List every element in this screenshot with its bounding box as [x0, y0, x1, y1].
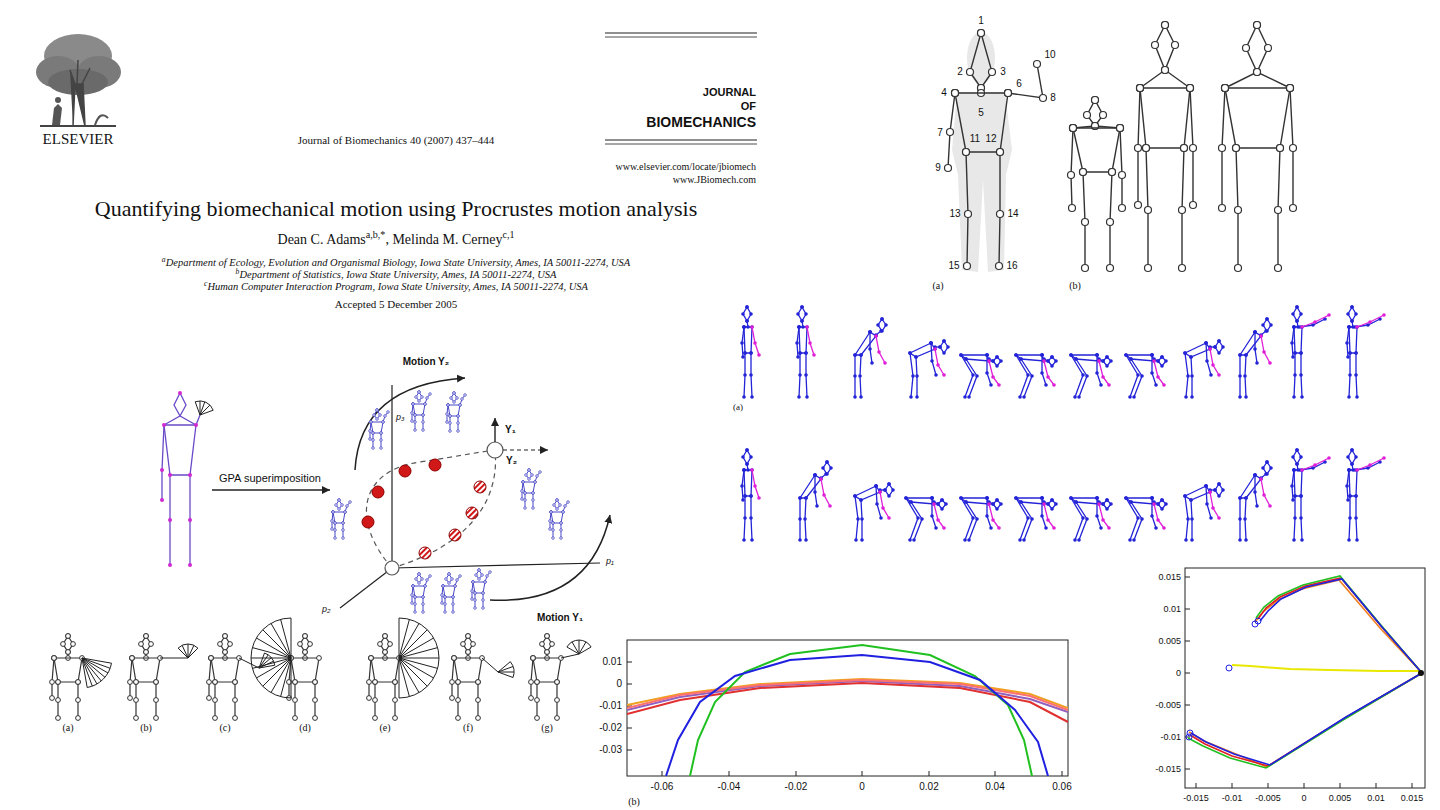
- landmark-number: 11: [970, 133, 980, 145]
- tick-label: 0.01: [603, 656, 622, 668]
- motion-sequence: [742, 307, 1384, 540]
- landmark-skeleton: [948, 32, 1043, 272]
- tick-label: 0.015: [1401, 793, 1424, 803]
- author-name: Dean C. Adams: [278, 232, 366, 247]
- tick-label: 0.01: [1367, 793, 1385, 803]
- tick-label: 0.01: [1163, 604, 1181, 614]
- tick-label: -0.015: [1183, 793, 1209, 803]
- affiliation-mark: a,b,*: [366, 229, 386, 240]
- axis-label: p₃: [396, 412, 405, 422]
- landmark-number: 5: [978, 107, 984, 119]
- affiliation-mark: c,1: [502, 229, 514, 240]
- panel-label: (d): [299, 722, 311, 734]
- vector-label: Y₂: [506, 455, 517, 467]
- tick-label: 0: [1176, 668, 1181, 678]
- landmark-number: 16: [1006, 260, 1017, 272]
- curve-chart: [627, 640, 1068, 776]
- landmark-number: 6: [1016, 78, 1022, 90]
- panel-label: (a): [733, 402, 743, 412]
- arm-motion-figures: [52, 618, 591, 718]
- panel-label: (g): [541, 722, 553, 734]
- tick-label: -0.01: [1160, 732, 1181, 742]
- tick-label: -0.005: [1255, 793, 1281, 803]
- panel-label: (b): [628, 796, 640, 808]
- landmark-number: 14: [1007, 208, 1018, 220]
- panel-label: (a): [932, 280, 943, 292]
- tick-label: 0: [859, 781, 865, 793]
- tick-label: 0.02: [919, 781, 938, 793]
- landmark-number: 1: [978, 15, 984, 27]
- landmark-number: 15: [948, 260, 959, 272]
- affiliation-line: cHuman Computer Interaction Program, Iow…: [204, 281, 588, 293]
- vector-label: Y₁: [505, 424, 516, 436]
- tick-label: -0.04: [718, 781, 741, 793]
- panel-label: (e): [379, 722, 390, 734]
- tick-label: 0.005: [1158, 636, 1181, 646]
- affiliation-line: bDepartment of Statistics, Iowa State Un…: [236, 269, 557, 281]
- panel-label: (f): [463, 722, 473, 734]
- affiliation-text: Department of Ecology, Evolution and Org…: [166, 257, 630, 268]
- landmark-number: 12: [985, 133, 996, 145]
- journal-name: JOURNAL: [703, 86, 756, 99]
- header-rules: [605, 33, 757, 144]
- landmark-number: 4: [941, 87, 947, 99]
- tick-label: -0.02: [785, 781, 808, 793]
- landmark-number: 10: [1044, 49, 1055, 61]
- affiliation-line: aDepartment of Ecology, Evolution and Or…: [162, 257, 630, 269]
- tick-label: -0.01: [1222, 793, 1243, 803]
- journal-url: www.JBiomech.com: [673, 174, 756, 186]
- landmark-number: 13: [949, 208, 960, 220]
- trajectory-chart: [1185, 568, 1425, 788]
- panel-label: (b): [140, 722, 152, 734]
- landmark-number: 8: [1050, 92, 1056, 104]
- paper-title: Quantifying biomechanical motion using P…: [95, 196, 697, 221]
- publisher-logo: [36, 34, 121, 126]
- accepted-date: Accepted 5 December 2005: [335, 298, 457, 311]
- affiliation-mark: c: [204, 279, 207, 288]
- tick-label: -0.005: [1155, 700, 1181, 710]
- tick-label: 0.005: [1329, 793, 1352, 803]
- tick-label: -0.03: [599, 744, 622, 756]
- landmark-number: 7: [937, 127, 943, 139]
- motion-label: Motion Y₂: [403, 356, 449, 368]
- axis-label: p₁: [606, 556, 614, 566]
- journal-url: www.elsevier.com/locate/jbiomech: [616, 161, 756, 173]
- landmark-number: 2: [957, 66, 963, 78]
- panel-label: (b): [1069, 280, 1081, 292]
- tick-label: -0.06: [651, 781, 674, 793]
- panel-label: (c): [219, 722, 230, 734]
- procrustes-concept-figure: [160, 378, 610, 612]
- journal-name: OF: [741, 100, 756, 113]
- landmark-number: 3: [1000, 66, 1006, 78]
- tick-label: 0: [616, 678, 622, 690]
- affiliation-mark: b: [236, 267, 240, 276]
- author-line: Dean C. Adamsa,b,*, Melinda M. Cerneyc,1: [278, 232, 515, 248]
- axis-label: p₂: [322, 604, 330, 614]
- journal-name: BIOMECHANICS: [646, 114, 756, 130]
- author-name: , Melinda M. Cerney: [385, 232, 502, 247]
- arrow-label: GPA superimposition: [219, 472, 321, 485]
- landmark-number: 9: [935, 162, 941, 174]
- tick-label: 0: [1301, 793, 1306, 803]
- tick-label: 0.06: [1052, 781, 1071, 793]
- tick-label: 0.04: [985, 781, 1004, 793]
- publisher-name: ELSEVIER: [43, 131, 114, 148]
- journal-citation: Journal of Biomechanics 40 (2007) 437–44…: [298, 134, 494, 147]
- affiliation-text: Human Computer Interaction Program, Iowa…: [207, 281, 588, 292]
- tick-label: -0.01: [599, 700, 622, 712]
- affiliation-mark: a: [162, 255, 166, 264]
- tick-label: -0.02: [599, 722, 622, 734]
- tick-label: -0.015: [1155, 764, 1181, 774]
- affiliation-text: Department of Statistics, Iowa State Uni…: [239, 269, 556, 280]
- motion-label: Motion Y₁: [537, 612, 583, 624]
- skeleton-variants: [1071, 25, 1293, 268]
- panel-label: (a): [62, 722, 73, 734]
- tick-label: 0.015: [1158, 572, 1181, 582]
